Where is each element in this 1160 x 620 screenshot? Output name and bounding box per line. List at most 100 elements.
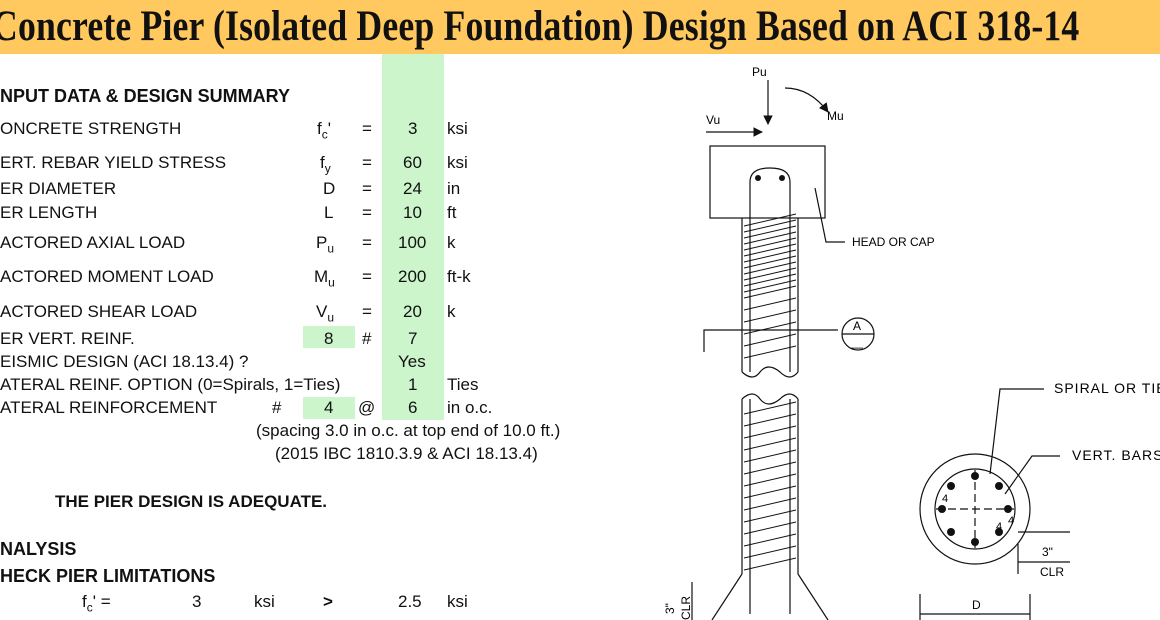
row-label: ER DIAMETER — [0, 179, 117, 198]
vert-bar — [947, 528, 955, 536]
mu-label: Mu — [827, 109, 844, 123]
spiral-hatching — [743, 213, 797, 571]
row-value[interactable]: 60 — [403, 153, 422, 172]
pier-drawing: Pu Vu Mu HEAD OR CAP A — SPIRAL OR TIE V… — [640, 54, 1160, 620]
row-label: ER LENGTH — [0, 203, 98, 222]
clr-right-label: CLR — [1040, 565, 1064, 579]
page-title: Concrete Pier (Isolated Deep Foundation)… — [0, 3, 1080, 50]
lateral-reinf-spacing[interactable]: 6 — [408, 398, 418, 417]
lateral-option-unit: Ties — [447, 375, 479, 394]
lateral-option-value[interactable]: 1 — [408, 375, 418, 394]
vert-bar — [995, 528, 1003, 536]
vert-reinf-count[interactable]: 8 — [324, 329, 334, 348]
row-unit: ft — [447, 203, 457, 222]
seismic-label: EISMIC DESIGN (ACI 18.13.4) ? — [0, 352, 249, 371]
section-dash: — — [851, 340, 863, 354]
row-equals: = — [362, 302, 372, 321]
vert-reinf-count-cell[interactable] — [303, 326, 355, 348]
clr-left-label: CLR — [679, 596, 693, 620]
title-banner: Concrete Pier (Isolated Deep Foundation)… — [0, 0, 1160, 54]
check-limit: 2.5 — [398, 592, 422, 611]
vert-bar — [971, 538, 979, 546]
section-outline — [919, 453, 1031, 565]
row-unit: ft-k — [447, 267, 471, 286]
clr-right-value: 3" — [1042, 545, 1053, 559]
row-value[interactable]: 20 — [403, 302, 422, 321]
vu-label: Vu — [706, 113, 720, 127]
lateral-reinf-label: ATERAL REINFORCEMENT — [0, 398, 218, 417]
moment-arc-arrow — [784, 87, 829, 113]
vert-bar — [938, 505, 946, 513]
head-label: HEAD OR CAP — [852, 235, 935, 249]
clr-left-value: 3" — [663, 603, 677, 614]
pu-label: Pu — [752, 65, 767, 79]
vert-bar — [995, 482, 1003, 490]
check-heading: HECK PIER LIMITATIONS — [0, 566, 216, 586]
row-label: ACTORED SHEAR LOAD — [0, 302, 198, 321]
row-symbol: Vu — [316, 302, 335, 325]
design-verdict: THE PIER DESIGN IS ADEQUATE. — [55, 492, 328, 511]
row-value[interactable]: 10 — [403, 203, 422, 222]
check-unit: ksi — [254, 592, 275, 611]
code-reference-note: (2015 IBC 1810.3.9 & ACI 18.13.4) — [275, 444, 538, 463]
spacing-note: (spacing 3.0 in o.c. at top end of 10.0 … — [256, 421, 561, 440]
lateral-size-cell[interactable] — [303, 397, 355, 419]
tie-mark: 4 — [942, 493, 948, 505]
input-column — [382, 54, 444, 420]
tie-mark: 4 — [996, 521, 1002, 533]
row-label: ACTORED AXIAL LOAD — [0, 233, 186, 252]
lateral-reinf-hash: # — [272, 398, 282, 417]
row-symbol: Mu — [314, 267, 335, 290]
lateral-reinf-unit: in o.c. — [447, 398, 493, 417]
pier-cap — [709, 145, 826, 219]
row-label: ERT. REBAR YIELD STRESS — [0, 153, 227, 172]
row-unit: k — [447, 233, 456, 252]
check-value: 3 — [192, 592, 202, 611]
row-symbol: fy — [320, 153, 331, 176]
vert-reinf-hash: # — [362, 329, 372, 348]
design-sheet: NPUT DATA & DESIGN SUMMARY ONCRETE STREN… — [0, 54, 640, 620]
vert-bars-label: VERT. BARS — [1072, 447, 1160, 463]
tie-ring — [934, 468, 1016, 550]
row-unit: ksi — [447, 119, 468, 138]
row-equals: = — [362, 153, 372, 172]
analysis-heading: NALYSIS — [0, 539, 77, 559]
diameter-label: D — [972, 598, 981, 612]
seismic-value[interactable]: Yes — [398, 352, 426, 371]
lateral-option-label: ATERAL REINF. OPTION (0=Spirals, 1=Ties) — [0, 375, 341, 394]
vert-bar — [971, 472, 979, 480]
lateral-reinf-size[interactable]: 4 — [324, 398, 334, 417]
row-equals: = — [362, 233, 372, 252]
lateral-reinf-at: @ — [358, 398, 376, 417]
row-symbol: fc' — [317, 119, 331, 142]
row-equals: = — [362, 203, 372, 222]
row-unit: ksi — [447, 153, 468, 172]
row-value[interactable]: 3 — [408, 119, 418, 138]
vert-bar — [947, 482, 955, 490]
row-equals: = — [362, 179, 372, 198]
check-limit-unit: ksi — [447, 592, 468, 611]
row-label: ONCRETE STRENGTH — [0, 119, 182, 138]
section-letter: A — [853, 319, 861, 333]
tie-mark: 4 — [1008, 515, 1014, 527]
section-cut-line — [703, 329, 836, 352]
spiral-label: SPIRAL OR TIE — [1054, 380, 1160, 396]
row-symbol: Pu — [316, 233, 335, 256]
row-equals: = — [362, 267, 372, 286]
check-operator: > — [323, 592, 333, 611]
check-symbol: fc' = — [82, 592, 111, 615]
row-unit: in — [447, 179, 461, 198]
summary-heading: NPUT DATA & DESIGN SUMMARY — [0, 86, 290, 106]
row-label: ACTORED MOMENT LOAD — [0, 267, 214, 286]
row-value[interactable]: 200 — [398, 267, 427, 286]
row-equals: = — [362, 119, 372, 138]
vert-bar — [1004, 505, 1012, 513]
pier-diagram: Pu Vu Mu HEAD OR CAP A — SPIRAL OR TIE V… — [663, 65, 1160, 620]
row-value[interactable]: 24 — [403, 179, 422, 198]
row-symbol: L — [324, 203, 334, 222]
row-symbol: D — [323, 179, 336, 198]
row-value[interactable]: 100 — [398, 233, 427, 252]
vert-reinf-label: ER VERT. REINF. — [0, 329, 135, 348]
row-unit: k — [447, 302, 456, 321]
vert-reinf-size[interactable]: 7 — [408, 329, 418, 348]
